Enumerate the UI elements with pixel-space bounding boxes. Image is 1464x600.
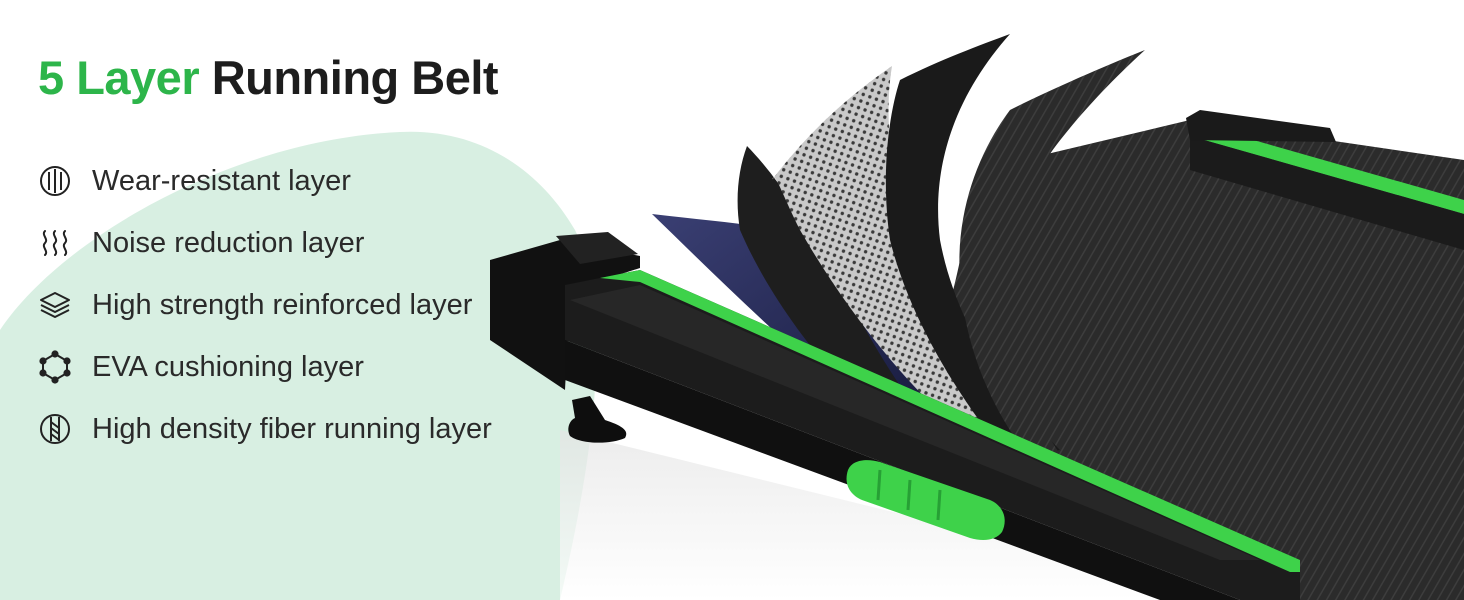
list-item: Noise reduction layer [38,212,492,274]
treadmill-illustration [490,34,1464,600]
list-item: Wear-resistant layer [38,150,492,212]
feature-label: EVA cushioning layer [92,350,364,383]
feature-label: Noise reduction layer [92,226,365,259]
list-item: High density fiber running layer [38,398,492,460]
green-trim [600,270,1300,572]
list-item: High strength reinforced layer [38,274,492,336]
weave-layer [959,50,1145,490]
layers-stack-icon [38,287,74,323]
feature-label: High strength reinforced layer [92,288,473,321]
title-accent: 5 Layer [38,51,200,104]
feature-label: High density fiber running layer [92,412,492,445]
carry-handle [846,460,1005,540]
fiber-circle-icon [38,411,74,447]
feature-list: Wear-resistant layer Noise reduction lay… [38,150,492,460]
title-rest: Running Belt [211,51,499,104]
hexagon-nodes-icon [38,349,74,385]
wear-resistant-icon [38,163,74,199]
feature-label: Wear-resistant layer [92,164,351,197]
support-foot [568,396,627,443]
page-title: 5 Layer Running Belt [38,50,499,106]
list-item: EVA cushioning layer [38,336,492,398]
noise-waves-icon [38,225,74,261]
black-layer-2 [885,34,1060,460]
